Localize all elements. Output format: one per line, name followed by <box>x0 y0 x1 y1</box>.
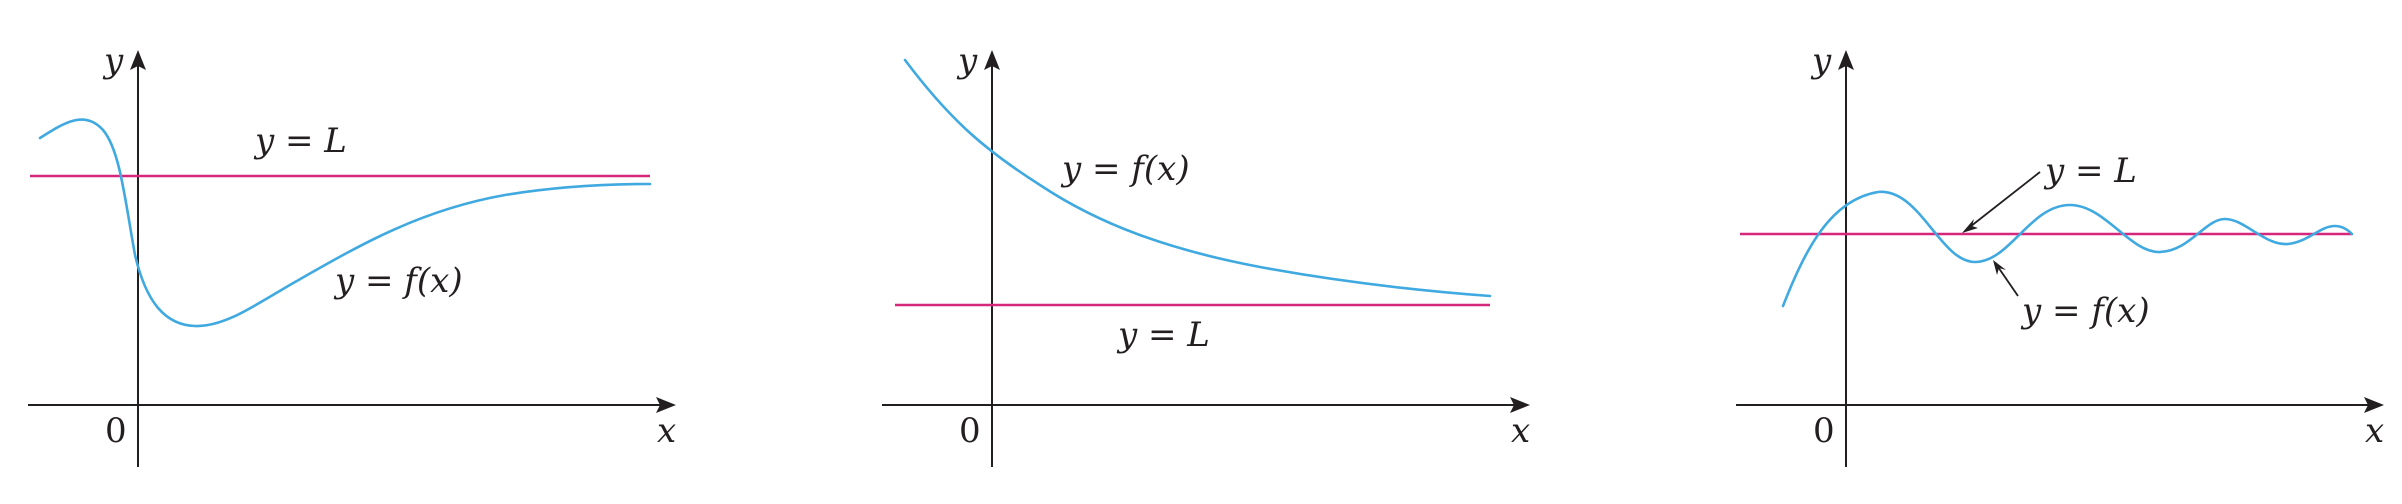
panel-3: y x 0 y = L y = f(x) <box>1736 41 2384 467</box>
function-curve <box>38 118 652 328</box>
curve-label: y = f(x) <box>2020 291 2150 331</box>
limit-label: y = L <box>2043 151 2137 191</box>
limit-pointer <box>1965 171 2041 231</box>
y-axis-arrow-icon <box>130 50 146 70</box>
x-axis-arrow-icon <box>656 397 676 413</box>
curve-pointer <box>1995 263 2019 297</box>
y-axis-arrow-icon <box>984 50 1000 70</box>
function-curve <box>1781 190 2354 308</box>
origin-label: 0 <box>959 411 981 451</box>
x-axis-arrow-icon <box>2364 397 2384 413</box>
curve-pointer-arrow-icon <box>1993 260 2006 275</box>
origin-label: 0 <box>1813 411 1835 451</box>
limit-pointer-arrow-icon <box>1962 219 1978 233</box>
y-axis-arrow-icon <box>1838 50 1854 70</box>
curve-label: y = f(x) <box>1060 149 1190 189</box>
panel-1: y x 0 y = L y = f(x) <box>28 41 676 467</box>
y-axis-label: y <box>102 41 124 81</box>
limit-label: y = L <box>253 121 347 161</box>
x-axis-arrow-icon <box>1510 397 1530 413</box>
origin-label: 0 <box>105 411 127 451</box>
x-axis-label: x <box>1511 411 1530 451</box>
function-curve <box>903 58 1492 298</box>
x-axis-label: x <box>2365 411 2384 451</box>
curve-label: y = f(x) <box>333 261 463 301</box>
x-axis-label: x <box>657 411 676 451</box>
y-axis-label: y <box>1810 41 1832 81</box>
panel-2: y x 0 y = f(x) y = L <box>882 41 1530 467</box>
limit-label: y = L <box>1116 315 1210 355</box>
y-axis-label: y <box>956 41 978 81</box>
